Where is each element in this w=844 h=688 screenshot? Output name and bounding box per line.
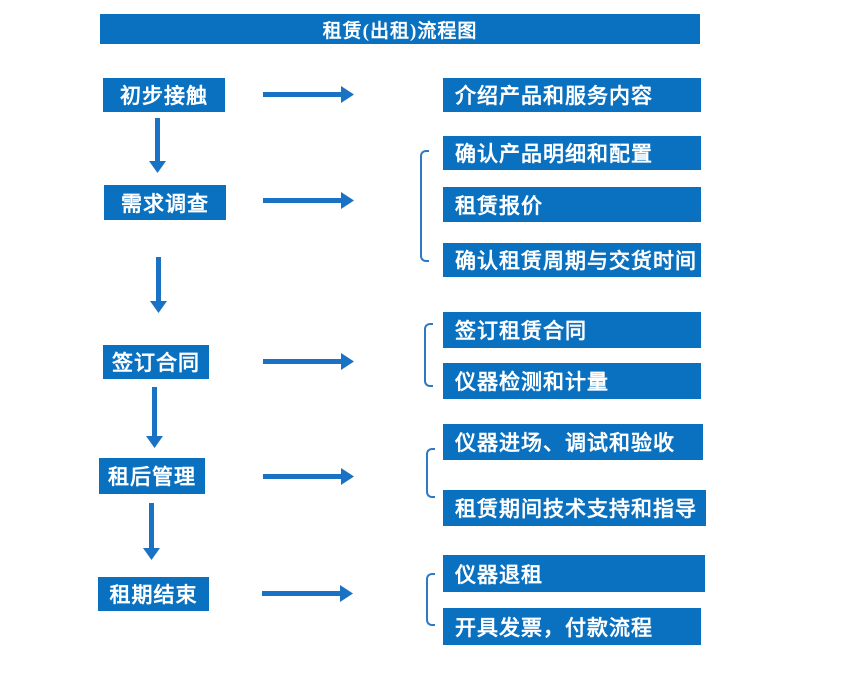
step-box-initial-contact: 初步接触 [103,78,225,112]
detail-box: 签订租赁合同 [443,312,701,348]
step-box-demand-survey: 需求调查 [104,185,226,220]
group-bracket [426,448,435,498]
group-bracket [426,573,435,626]
detail-box: 仪器退租 [443,555,705,592]
group-bracket [420,150,429,262]
group-bracket [424,323,433,387]
detail-box: 确认产品明细和配置 [443,136,701,170]
step-box-rental-end: 租期结束 [98,577,209,611]
flow-title: 租赁(出租)流程图 [100,14,700,44]
detail-box: 开具发票，付款流程 [443,608,701,645]
detail-box: 介绍产品和服务内容 [443,78,701,112]
detail-box: 仪器进场、调试和验收 [443,424,703,460]
step-box-post-rental-management: 租后管理 [99,458,205,494]
step-box-sign-contract: 签订合同 [103,345,209,379]
detail-box: 仪器检测和计量 [443,363,701,399]
detail-box: 租赁期间技术支持和指导 [443,490,706,526]
detail-box: 确认租赁周期与交货时间 [443,243,701,277]
detail-box: 租赁报价 [443,187,701,222]
